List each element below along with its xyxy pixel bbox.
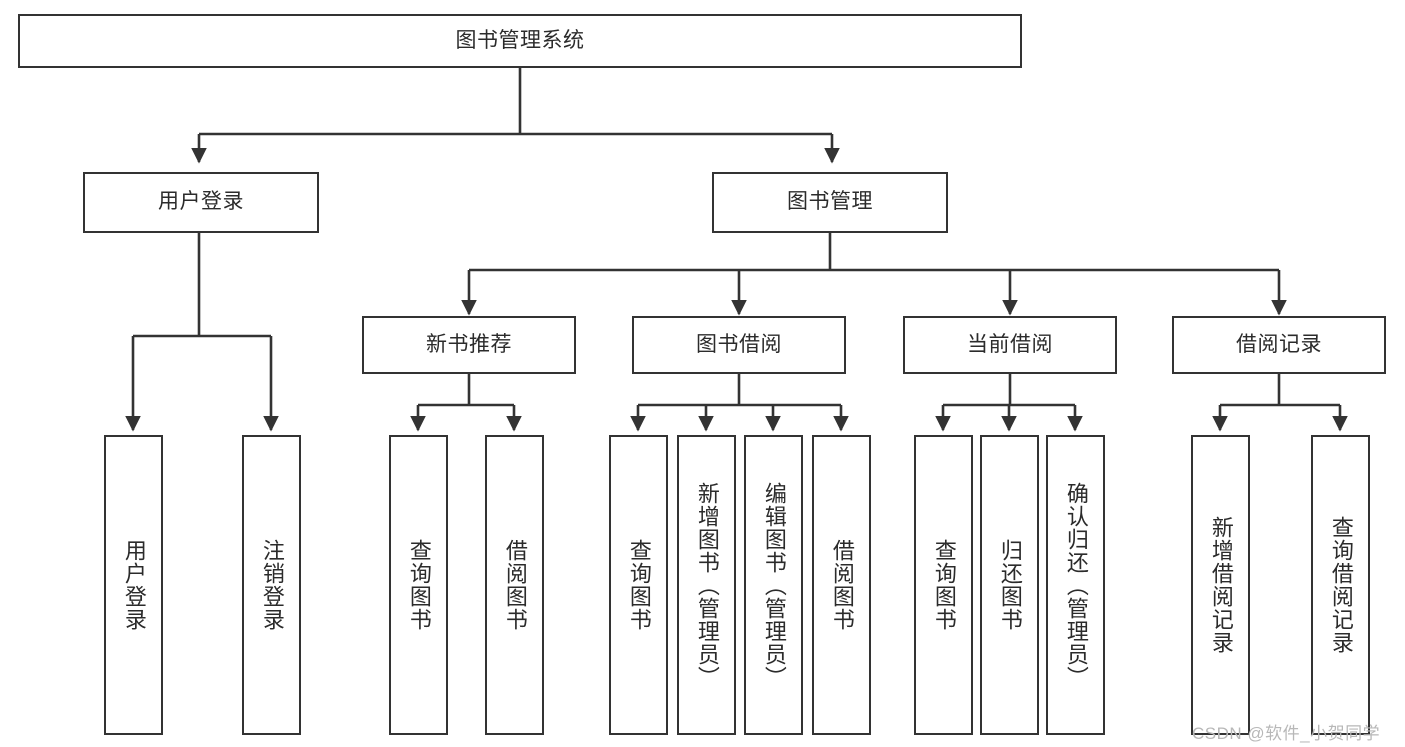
leaf-new-book-borrow[interactable]: 借阅图书 [485, 435, 544, 735]
node-current-borrow[interactable]: 当前借阅 [903, 316, 1117, 374]
node-user-login-label: 用户登录 [158, 190, 244, 214]
leaf-record-add[interactable]: 新增借阅记录 [1191, 435, 1250, 735]
node-user-login[interactable]: 用户登录 [83, 172, 319, 233]
node-book-borrow[interactable]: 图书借阅 [632, 316, 846, 374]
leaf-borrow-query-book-label: 查询图书 [626, 539, 652, 631]
csdn-watermark: CSDN @软件_小贺同学 [1192, 724, 1381, 743]
node-new-book-recommend-label: 新书推荐 [426, 332, 512, 356]
node-book-management[interactable]: 图书管理 [712, 172, 948, 233]
leaf-borrow-query-book[interactable]: 查询图书 [609, 435, 668, 735]
leaf-record-query-label: 查询借阅记录 [1328, 516, 1354, 654]
leaf-logout-label: 注销登录 [259, 539, 285, 631]
leaf-borrow-edit-book-label: 编辑图书（管理员） [761, 481, 787, 689]
leaf-borrow-add-book-label: 新增图书（管理员） [694, 481, 720, 689]
node-root[interactable]: 图书管理系统 [18, 14, 1022, 68]
leaf-current-return-book[interactable]: 归还图书 [980, 435, 1039, 735]
leaf-current-confirm-return[interactable]: 确认归还（管理员） [1046, 435, 1105, 735]
node-borrow-record[interactable]: 借阅记录 [1172, 316, 1386, 374]
node-current-borrow-label: 当前借阅 [967, 332, 1053, 356]
leaf-current-query-book-label: 查询图书 [931, 539, 957, 631]
leaf-new-book-query-label: 查询图书 [406, 539, 432, 631]
leaf-new-book-borrow-label: 借阅图书 [502, 539, 528, 631]
leaf-logout[interactable]: 注销登录 [242, 435, 301, 735]
leaf-current-confirm-return-label: 确认归还（管理员） [1063, 481, 1089, 689]
node-book-management-label: 图书管理 [787, 190, 873, 214]
leaf-current-return-book-label: 归还图书 [997, 539, 1023, 631]
leaf-borrow-add-book[interactable]: 新增图书（管理员） [677, 435, 736, 735]
node-borrow-record-label: 借阅记录 [1236, 332, 1322, 356]
leaf-record-query[interactable]: 查询借阅记录 [1311, 435, 1370, 735]
node-new-book-recommend[interactable]: 新书推荐 [362, 316, 576, 374]
leaf-record-add-label: 新增借阅记录 [1208, 516, 1234, 654]
leaf-borrow-edit-book[interactable]: 编辑图书（管理员） [744, 435, 803, 735]
node-root-label: 图书管理系统 [455, 28, 585, 52]
leaf-borrow-borrow-book-label: 借阅图书 [829, 539, 855, 631]
node-book-borrow-label: 图书借阅 [696, 332, 782, 356]
leaf-borrow-borrow-book[interactable]: 借阅图书 [812, 435, 871, 735]
leaf-user-login[interactable]: 用户登录 [104, 435, 163, 735]
leaf-new-book-query[interactable]: 查询图书 [389, 435, 448, 735]
leaf-current-query-book[interactable]: 查询图书 [914, 435, 973, 735]
leaf-user-login-label: 用户登录 [121, 539, 147, 631]
